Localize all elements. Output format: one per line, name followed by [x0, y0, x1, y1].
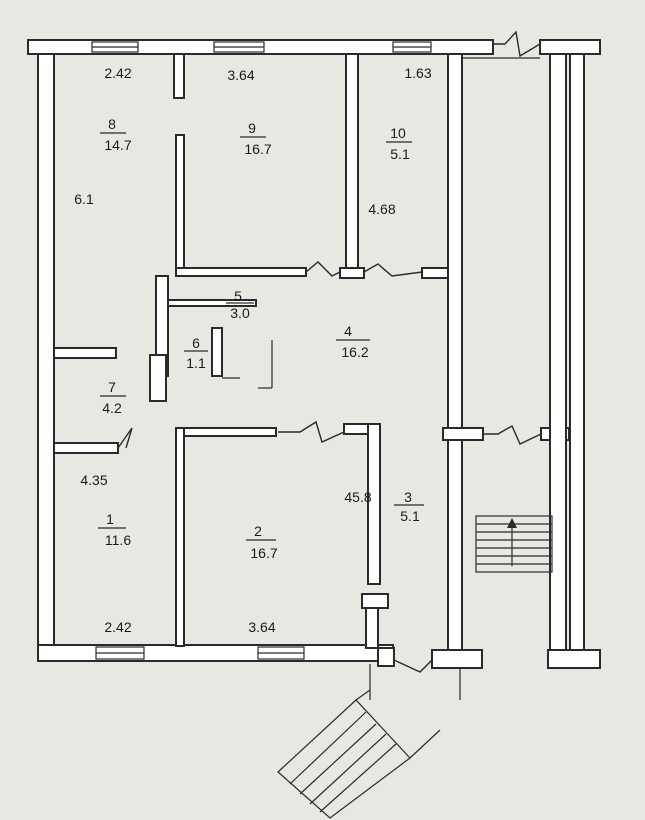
room-5-label: 5 3.0 [226, 288, 254, 321]
room-area: 11.6 [105, 532, 131, 548]
room-6-label: 6 1.1 [184, 335, 208, 371]
stairs-right [475, 515, 553, 573]
door-top-right [493, 30, 541, 58]
wall-corridor-joint [442, 427, 484, 441]
wall-10-bottom-left [339, 267, 365, 279]
room-number: 4 [344, 323, 352, 339]
room-number: 7 [108, 379, 116, 395]
wall-9-bottom [175, 267, 307, 277]
bottom-wall-end [377, 647, 395, 667]
door-corridor [483, 425, 542, 445]
dim-bottom-mid: 3.64 [248, 619, 275, 635]
right-wall [447, 53, 463, 655]
dim-top-mid: 3.64 [227, 67, 254, 83]
room-8-label: 8 14.7 [100, 116, 132, 153]
wall-7-bottom [53, 442, 119, 454]
room-area: 3.0 [230, 305, 250, 321]
room-10-label: 10 5.1 [386, 125, 412, 162]
wall-5-6 [167, 299, 257, 307]
room-area: 5.1 [400, 508, 420, 524]
room-9-label: 9 16.7 [240, 120, 272, 157]
wall-9-10 [345, 53, 359, 275]
room-number: 1 [106, 511, 114, 527]
wall-6-right [211, 327, 223, 377]
room-area: 1.1 [186, 355, 206, 371]
room-7-label: 7 4.2 [100, 379, 126, 416]
room-number: 8 [108, 116, 116, 132]
room-labels: 8 14.7 9 16.7 10 5.1 5 3.0 6 1.1 4 16.2 [98, 116, 424, 561]
wall-2-top [175, 427, 277, 437]
left-wall [37, 53, 55, 655]
door-10-4 [363, 263, 423, 277]
room-number: 2 [254, 523, 262, 539]
dimension-labels: 2.42 3.64 1.63 6.1 4.68 4.35 45.8 2.42 3… [74, 65, 432, 635]
room-area: 14.7 [104, 137, 131, 153]
dim-room10-height: 4.68 [368, 201, 395, 217]
wall-8-9 [175, 134, 185, 276]
doors [117, 30, 542, 673]
room-area: 5.1 [390, 146, 410, 162]
wall-10-bottom-right [421, 267, 449, 279]
room-number: 5 [234, 288, 242, 304]
room-area: 16.7 [244, 141, 271, 157]
room-number: 9 [248, 120, 256, 136]
room-number: 3 [404, 489, 412, 505]
windows [91, 41, 432, 660]
door-2-4 [278, 420, 345, 443]
adjacent-right-wall [569, 53, 585, 655]
right-wall-base [431, 649, 483, 669]
room-1-label: 1 11.6 [98, 511, 131, 548]
wall-8-9-stub [173, 53, 185, 99]
stairs-entrance [277, 664, 461, 819]
dim-bottom-left: 2.42 [104, 619, 131, 635]
room-2-label: 2 16.7 [246, 523, 278, 561]
room-area: 16.2 [341, 344, 368, 360]
room-number: 10 [390, 125, 406, 141]
stair-arrow-icon [507, 518, 517, 528]
bottom-wall [37, 644, 394, 662]
room-number: 6 [192, 335, 200, 351]
wall-3-stub [361, 593, 389, 609]
room-4-label: 4 16.2 [336, 323, 370, 360]
wall-6-left-block [149, 354, 167, 402]
adjacent-base [547, 649, 601, 669]
room-area: 16.7 [250, 545, 277, 561]
room-area: 4.2 [102, 400, 122, 416]
wall-3-stub-lower [365, 607, 379, 649]
dim-corridor: 45.8 [344, 489, 371, 505]
door-7-1 [117, 427, 133, 449]
wall-7-top [53, 347, 117, 359]
dim-left-lower: 4.35 [80, 472, 107, 488]
wall-1-2 [175, 427, 185, 647]
door-entrance [393, 659, 433, 673]
dim-top-right: 1.63 [404, 65, 431, 81]
interior-walls [53, 53, 570, 649]
room-3-label: 3 5.1 [394, 489, 424, 524]
dim-left-upper: 6.1 [74, 191, 94, 207]
wall-2-3 [367, 423, 381, 585]
dim-top-left: 2.42 [104, 65, 131, 81]
door-9-4 [305, 261, 341, 277]
adjacent-top-wall [539, 39, 601, 55]
adjacent-block [462, 39, 601, 669]
